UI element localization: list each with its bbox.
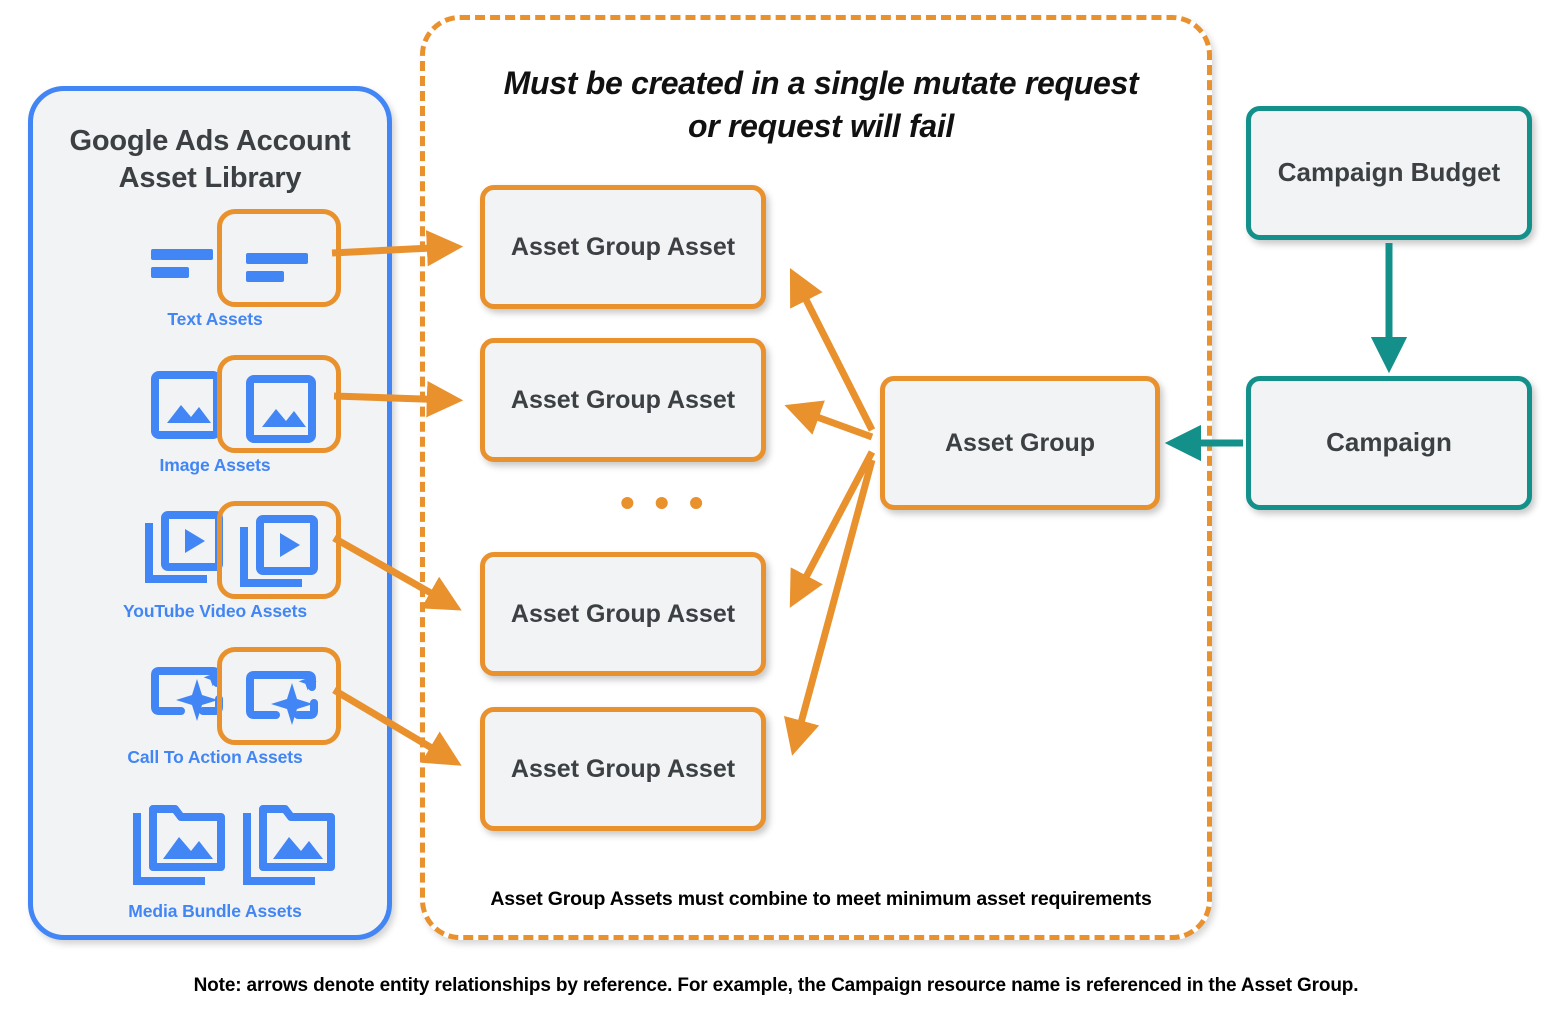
media-bundle-asset-icon-copy [241, 797, 341, 897]
youtube-video-asset-icon-copy [236, 509, 326, 599]
mutate-request-footnote: Asset Group Assets must combine to meet … [490, 888, 1152, 910]
library-item-label-youtube-video-assets: YouTube Video Assets [122, 601, 308, 621]
asset-library-title: Google Ads Account Asset Library [33, 123, 387, 197]
library-item-image-assets[interactable]: Image Assets [33, 355, 397, 476]
mutate-request-title-line1: Must be created in a single mutate reque… [503, 65, 1139, 101]
mutate-request-title: Must be created in a single mutate reque… [465, 62, 1177, 148]
asset-group-asset-label-1: Asset Group Asset [510, 232, 736, 261]
call-to-action-asset-icon-selected-box[interactable] [217, 647, 341, 745]
call-to-action-asset-icon-group [33, 647, 397, 745]
campaign-node[interactable]: Campaign [1246, 376, 1532, 510]
asset-group-asset-node-2[interactable]: Asset Group Asset [480, 338, 766, 462]
library-item-call-to-action-assets[interactable]: Call To Action Assets [33, 647, 397, 768]
asset-library-title-line1: Google Ads Account [69, 125, 351, 157]
image-asset-icon-selected-box[interactable] [217, 355, 341, 453]
asset-library-panel: Google Ads Account Asset Library [28, 86, 392, 940]
image-asset-icon-group [33, 355, 397, 453]
library-item-label-call-to-action-assets: Call To Action Assets [127, 747, 303, 767]
call-to-action-asset-icon-copy [236, 655, 326, 745]
library-item-media-bundle-assets[interactable]: Media Bundle Assets [33, 793, 397, 922]
youtube-video-asset-icon-selected-box[interactable] [217, 501, 341, 599]
text-asset-icon-group [33, 209, 397, 307]
ellipsis-indicator: • • • [620, 479, 708, 526]
text-asset-icon [141, 213, 231, 303]
asset-group-asset-node-3[interactable]: Asset Group Asset [480, 552, 766, 676]
library-item-youtube-video-assets[interactable]: YouTube Video Assets [33, 501, 397, 622]
asset-group-asset-label-4: Asset Group Asset [510, 754, 736, 783]
campaign-budget-label: Campaign Budget [1277, 157, 1501, 188]
asset-group-asset-label-3: Asset Group Asset [510, 599, 736, 628]
asset-library-title-line2: Asset Library [118, 162, 302, 195]
asset-group-label: Asset Group [944, 428, 1096, 457]
asset-group-asset-node-1[interactable]: Asset Group Asset [480, 185, 766, 309]
media-bundle-asset-icon [131, 797, 231, 897]
campaign-budget-node[interactable]: Campaign Budget [1246, 106, 1532, 240]
image-asset-icon-copy [236, 363, 326, 453]
youtube-video-asset-icon-group [33, 501, 397, 599]
text-asset-icon-selected-box[interactable] [217, 209, 341, 307]
library-item-text-assets[interactable]: Text Assets [33, 209, 397, 330]
asset-group-asset-label-2: Asset Group Asset [510, 385, 736, 414]
campaign-label: Campaign [1326, 427, 1452, 458]
page-note: Note: arrows denote entity relationships… [193, 975, 1359, 996]
youtube-video-asset-icon [141, 505, 231, 595]
library-item-label-media-bundle-assets: Media Bundle Assets [128, 901, 302, 921]
text-asset-icon-copy [236, 217, 326, 307]
library-item-label-image-assets: Image Assets [159, 455, 271, 475]
mutate-request-title-line2: or request will fail [687, 108, 955, 145]
asset-group-asset-node-4[interactable]: Asset Group Asset [480, 707, 766, 831]
media-bundle-asset-icon-group [33, 793, 397, 899]
library-item-label-text-assets: Text Assets [167, 309, 263, 329]
asset-group-node[interactable]: Asset Group [880, 376, 1160, 510]
